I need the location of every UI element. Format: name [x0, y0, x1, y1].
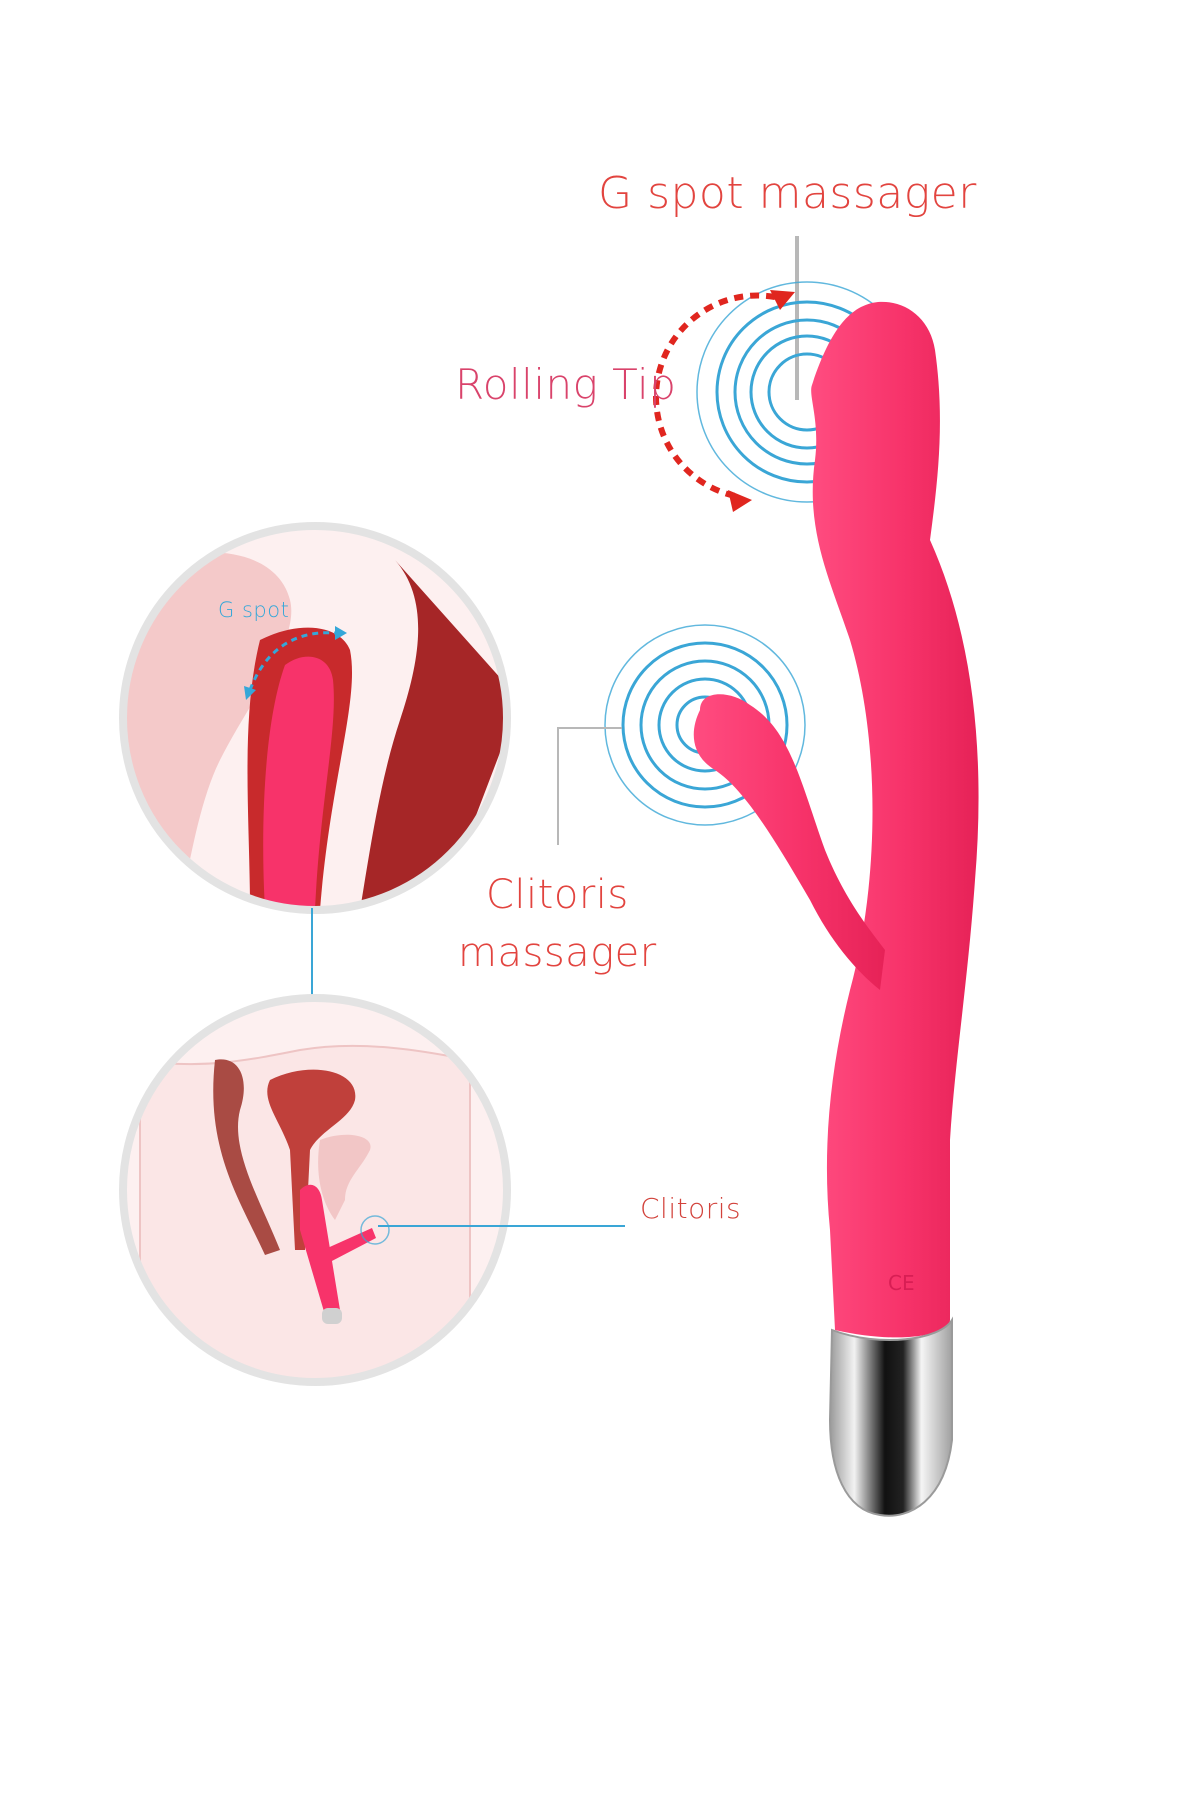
g-spot-inset-label: G spot [218, 598, 290, 622]
clitoris-massager-label-line2: massager [458, 930, 657, 976]
g-spot-massager-label: G spot massager [598, 168, 977, 219]
chrome-end-cap [828, 1316, 953, 1517]
rolling-tip-label: Rolling Tip [455, 360, 677, 409]
ce-marking: CE [888, 1271, 915, 1295]
clitoral-callout-line [557, 727, 622, 845]
rolling-arrow-icon [652, 290, 795, 512]
clitoris-label: Clitoris [640, 1192, 742, 1225]
product-body: CE [693, 301, 979, 1338]
clitoris-massager-label-line1: Clitoris [486, 872, 629, 918]
clitoris-massager-label: Clitoris massager [458, 866, 657, 982]
g-spot-arrow-icon [248, 631, 336, 691]
g-spot-inset [119, 522, 511, 914]
side-view-inset [119, 994, 511, 1386]
